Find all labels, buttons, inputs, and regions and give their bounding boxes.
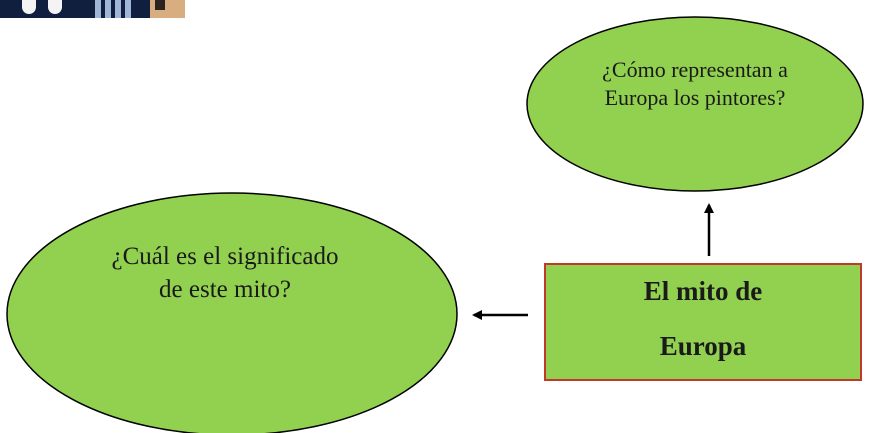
meaning-question-line2: de este mito? — [159, 275, 291, 303]
main-topic-line2: Europa — [659, 331, 747, 362]
decorative-image — [0, 0, 185, 18]
meaning-question: ¿Cuál es el significado de este mito? — [45, 241, 405, 306]
painters-question: ¿Cómo representan a Europa los pintores? — [560, 56, 830, 112]
meaning-question-line1: ¿Cuál es el significado — [111, 243, 339, 270]
painters-question-line2: Europa los pintores? — [604, 85, 786, 111]
meaning-ellipse — [6, 192, 458, 433]
main-topic-box — [544, 263, 862, 381]
main-topic-line1: El mito de — [643, 276, 763, 306]
painters-ellipse — [526, 16, 864, 192]
painters-question-line1: ¿Cómo representan a — [602, 57, 788, 82]
main-topic: El mito de Europa — [545, 264, 861, 375]
